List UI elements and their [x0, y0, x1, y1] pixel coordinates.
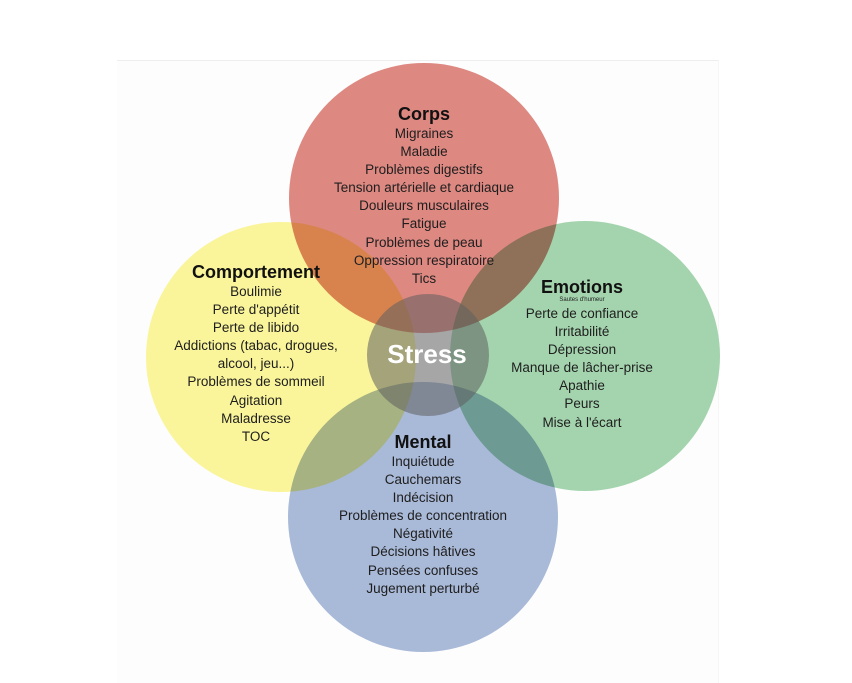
center-label: Stress	[387, 339, 467, 369]
list-item: Apathie	[559, 378, 605, 394]
list-item: Problèmes de sommeil	[187, 374, 325, 390]
category-title: Emotions	[540, 277, 623, 297]
list-item: Maladresse	[221, 410, 291, 426]
category-subtitle: Sautes d'humeur	[559, 297, 605, 303]
list-item: Manque de lâcher-prise	[511, 360, 653, 376]
category-emotions: Emotions Sautes d'humeur Perte de confia…	[511, 276, 653, 432]
category-mental: Mental Inquiétude Cauchemars Indécision …	[339, 431, 507, 598]
list-item: Inquiétude	[391, 454, 455, 469]
category-title: Comportement	[191, 262, 321, 282]
list-item: Douleurs musculaires	[359, 198, 489, 214]
list-item: Migraines	[394, 126, 454, 141]
list-item: Oppression respiratoire	[353, 252, 495, 268]
list-item: Addictions (tabac, drogues,	[174, 338, 338, 354]
list-item: Cauchemars	[384, 472, 462, 488]
circle-stress-center	[367, 294, 489, 416]
list-item: Dépression	[547, 342, 617, 358]
list-item: Tension artérielle et cardiaque	[333, 180, 515, 196]
list-item: Problèmes digestifs	[365, 162, 483, 178]
list-item: Jugement perturbé	[366, 580, 480, 596]
list-item: Maladie	[400, 144, 448, 160]
list-item: Perte de confiance	[525, 306, 639, 321]
list-item: Mise à l'écart	[542, 414, 622, 430]
list-item: Tics	[411, 270, 437, 286]
list-item: Perte d'appétit	[212, 302, 300, 318]
list-item: Problèmes de peau	[365, 234, 483, 250]
list-item: Problèmes de concentration	[338, 508, 508, 524]
category-corps: Corps Migraines Maladie Problèmes digest…	[334, 103, 514, 288]
circle-emotions	[450, 221, 720, 491]
list-item: Peurs	[564, 396, 600, 412]
list-item: Décisions hâtives	[370, 544, 476, 560]
list-item: Boulimie	[230, 284, 282, 299]
list-item: Fatigue	[401, 216, 447, 232]
list-item: Négativité	[392, 526, 454, 542]
list-item: TOC	[241, 428, 271, 444]
category-title: Mental	[394, 432, 452, 452]
list-item: Pensées confuses	[367, 562, 479, 578]
list-item: Agitation	[229, 392, 283, 408]
list-item: Indécision	[392, 490, 454, 506]
list-item: alcool, jeu...)	[217, 356, 295, 372]
category-title: Corps	[397, 104, 451, 124]
list-item: Irritabilité	[554, 324, 610, 340]
list-item: Perte de libido	[212, 320, 300, 336]
category-comportement: Comportement Boulimie Perte d'appétit Pe…	[174, 261, 338, 446]
